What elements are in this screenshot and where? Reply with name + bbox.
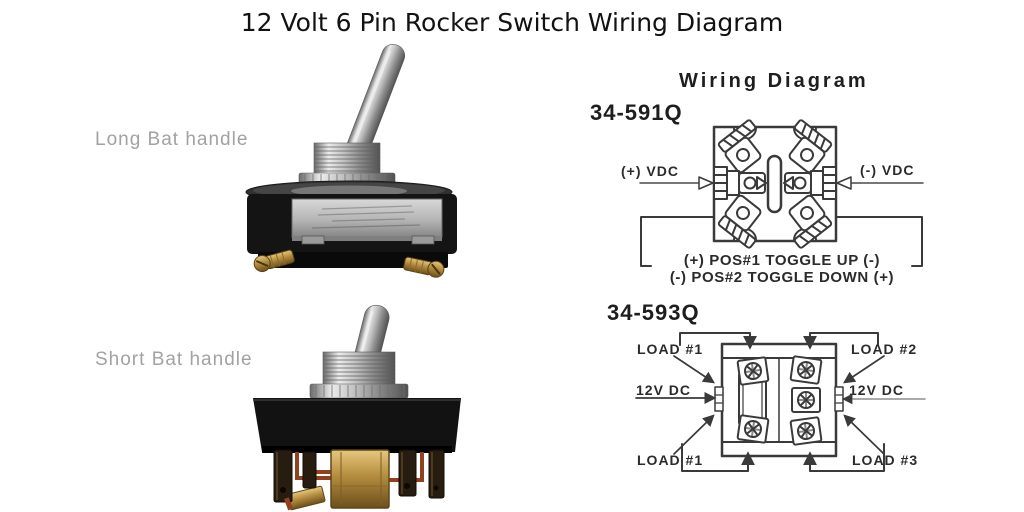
short-bat-toggle-switch-photo	[253, 304, 461, 511]
12v-dc-left-label: 12V DC	[636, 382, 692, 398]
pos1-toggle-up-note: (+) POS#1 TOGGLE UP (-)	[683, 252, 881, 269]
pos2-toggle-down-note: (-) POS#2 TOGGLE DOWN (+)	[669, 269, 895, 286]
schematic-34-591q	[639, 118, 924, 267]
load2-top-label: LOAD #2	[851, 341, 918, 357]
wiring-diagram-heading: Wiring Diagram	[679, 70, 869, 92]
vdc-negative-label: (-) VDC	[860, 162, 915, 178]
schematic-34-593q	[635, 332, 926, 472]
12v-dc-right-label: 12V DC	[849, 382, 905, 398]
short-bat-handle-label: Short Bat handle	[95, 349, 253, 370]
model-number-591q: 34-591Q	[590, 100, 683, 125]
page-title: 12 Volt 6 Pin Rocker Switch Wiring Diagr…	[240, 8, 784, 37]
load3-bottom-label: LOAD #3	[852, 452, 919, 468]
model-number-593q: 34-593Q	[607, 300, 700, 325]
long-bat-toggle-switch-photo	[245, 44, 457, 278]
load1-bottom-label: LOAD #1	[637, 452, 704, 468]
long-bat-handle-label: Long Bat handle	[95, 129, 249, 150]
vdc-positive-label: (+) VDC	[621, 163, 679, 179]
load1-top-label: LOAD #1	[637, 341, 704, 357]
